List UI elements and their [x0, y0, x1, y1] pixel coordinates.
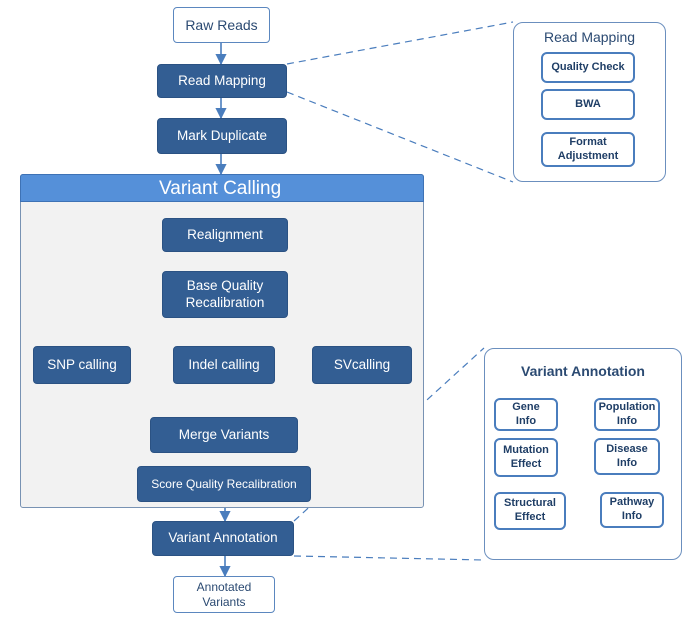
- raw-reads-node: Raw Reads: [173, 7, 270, 43]
- snp-calling-node: SNP calling: [33, 346, 131, 384]
- variant-calling-header: Variant Calling: [20, 174, 424, 202]
- population-info-item: Population Info: [594, 398, 660, 431]
- mark-duplicate-node: Mark Duplicate: [157, 118, 287, 154]
- zoom-line-mapping-bottom: [286, 91, 514, 183]
- variant-annotation-node: Variant Annotation: [152, 521, 294, 556]
- base-quality-recalibration-node: Base Quality Recalibration: [162, 271, 288, 318]
- disease-info-item: Disease Info: [594, 438, 660, 475]
- mutation-effect-item: Mutation Effect: [494, 438, 558, 477]
- zoom-line-annotation-bottom: [293, 555, 485, 561]
- structural-effect-item: Structural Effect: [494, 492, 566, 530]
- quality-check-step: Quality Check: [541, 52, 635, 83]
- bwa-step: BWA: [541, 89, 635, 120]
- score-quality-recalibration-node: Score Quality Recalibration: [137, 466, 311, 502]
- pathway-info-item: Pathway Info: [600, 492, 664, 528]
- sv-calling-node: SVcalling: [312, 346, 412, 384]
- realignment-node: Realignment: [162, 218, 288, 252]
- read-mapping-node: Read Mapping: [157, 64, 287, 98]
- annotated-variants-node: Annotated Variants: [173, 576, 275, 613]
- zoom-line-mapping-top: [286, 21, 514, 65]
- gene-info-item: Gene Info: [494, 398, 558, 431]
- merge-variants-node: Merge Variants: [150, 417, 298, 453]
- variant-annotation-panel-title: Variant Annotation: [521, 363, 645, 379]
- read-mapping-panel-title: Read Mapping: [543, 29, 636, 45]
- indel-calling-node: Indel calling: [173, 346, 275, 384]
- format-adjustment-step: Format Adjustment: [541, 132, 635, 167]
